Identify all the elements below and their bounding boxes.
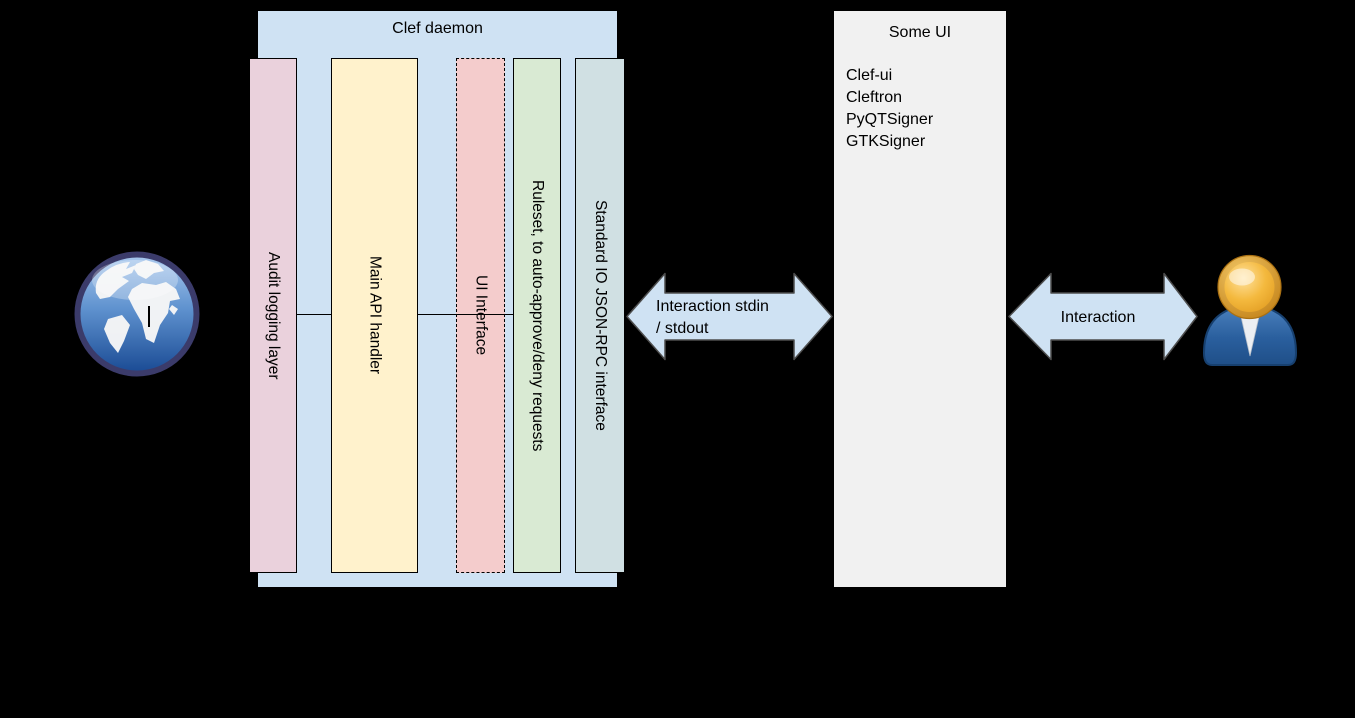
stdio-arrow-label-line2: / stdout: [656, 320, 709, 337]
user-interaction-arrow: [1008, 272, 1198, 361]
daemon-bar-main-api-handler: Main API handler: [331, 58, 418, 573]
clef-daemon-title: Clef daemon: [392, 20, 483, 37]
some-ui-item: PyQTSigner: [846, 111, 934, 128]
stdio-arrow: [626, 272, 833, 361]
daemon-bar-label: Audit logging layer: [264, 251, 282, 380]
daemon-bar-stdio-jsonrpc: Standard IO JSON-RPC interface: [575, 58, 625, 573]
daemon-bar-ruleset: Ruleset, to auto-approve/deny requests: [513, 58, 561, 573]
some-ui-box: Some UI Clef-ui Cleftron PyQTSigner GTKS…: [833, 10, 1007, 588]
connector-api-to-ruleset: [418, 314, 513, 315]
stdio-arrow-label: Interaction stdin / stdout: [656, 296, 769, 340]
daemon-bar-label: Main API handler: [366, 256, 384, 375]
daemon-bar-label: Standard IO JSON-RPC interface: [591, 200, 609, 431]
stdio-arrow-label-line1: Interaction stdin: [656, 298, 769, 315]
user-interaction-arrow-label: Interaction: [1060, 309, 1136, 326]
daemon-bar-label: Ruleset, to auto-approve/deny requests: [528, 179, 546, 452]
some-ui-title: Some UI: [888, 24, 952, 41]
double-arrow-shape: [1008, 272, 1198, 361]
daemon-bar-audit-logging: Audit logging layer: [249, 58, 297, 573]
daemon-bar-ui-interface: UI Interface: [456, 58, 505, 573]
user-icon: [1202, 254, 1298, 366]
some-ui-list: Clef-ui Cleftron PyQTSigner GTKSigner: [846, 65, 933, 153]
clef-daemon-box: [257, 10, 618, 588]
double-arrow-shape: [626, 272, 833, 361]
connector-audit-to-api: [297, 314, 331, 315]
some-ui-item: GTKSigner: [846, 133, 926, 150]
daemon-bar-label: UI Interface: [472, 275, 490, 356]
some-ui-item: Clef-ui: [846, 67, 893, 84]
some-ui-item: Cleftron: [846, 89, 903, 106]
globe-connector-line: [148, 306, 150, 327]
globe-icon: [74, 251, 200, 377]
